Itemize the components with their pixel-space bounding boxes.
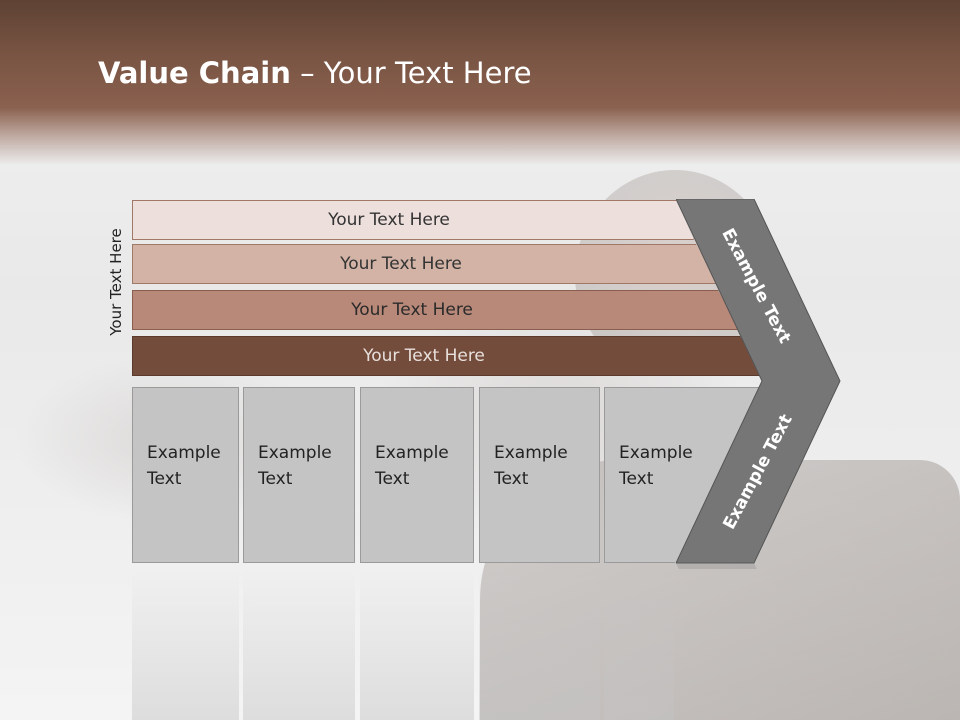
primary-activity-3-label: Example Text: [375, 443, 449, 489]
title-strong: Value Chain: [98, 56, 291, 90]
primary-activity-box-1: Example Text: [132, 387, 239, 563]
primary-activity-5-label: Example Text: [619, 443, 693, 489]
primary-activity-box-4: Example Text: [479, 387, 600, 563]
support-bar-2-label: Your Text Here: [340, 254, 462, 274]
primary-activity-box-2: Example Text: [243, 387, 355, 563]
support-bar-1-label: Your Text Here: [328, 210, 450, 230]
support-bar-3: Your Text Here: [132, 290, 740, 330]
support-bar-2: Your Text Here: [132, 244, 718, 284]
primary-activity-1-label: Example Text: [147, 443, 221, 489]
support-bar-4-label: Your Text Here: [363, 346, 485, 366]
slide-title: Value Chain – Your Text Here: [98, 56, 532, 90]
margin-chevron-shape: [676, 199, 841, 564]
side-label-text: Your Text Here: [107, 228, 125, 336]
margin-chevron: [676, 199, 841, 569]
support-bar-1: Your Text Here: [132, 200, 694, 240]
support-bar-4: Your Text Here: [132, 336, 764, 376]
support-bar-3-label: Your Text Here: [351, 300, 473, 320]
primary-activity-4-label: Example Text: [494, 443, 568, 489]
primary-activity-2-label: Example Text: [258, 443, 332, 489]
slide-header: [0, 0, 960, 165]
primary-activity-box-3: Example Text: [360, 387, 474, 563]
margin-chevron-reflection: [676, 563, 757, 569]
title-rest: – Your Text Here: [290, 56, 532, 90]
